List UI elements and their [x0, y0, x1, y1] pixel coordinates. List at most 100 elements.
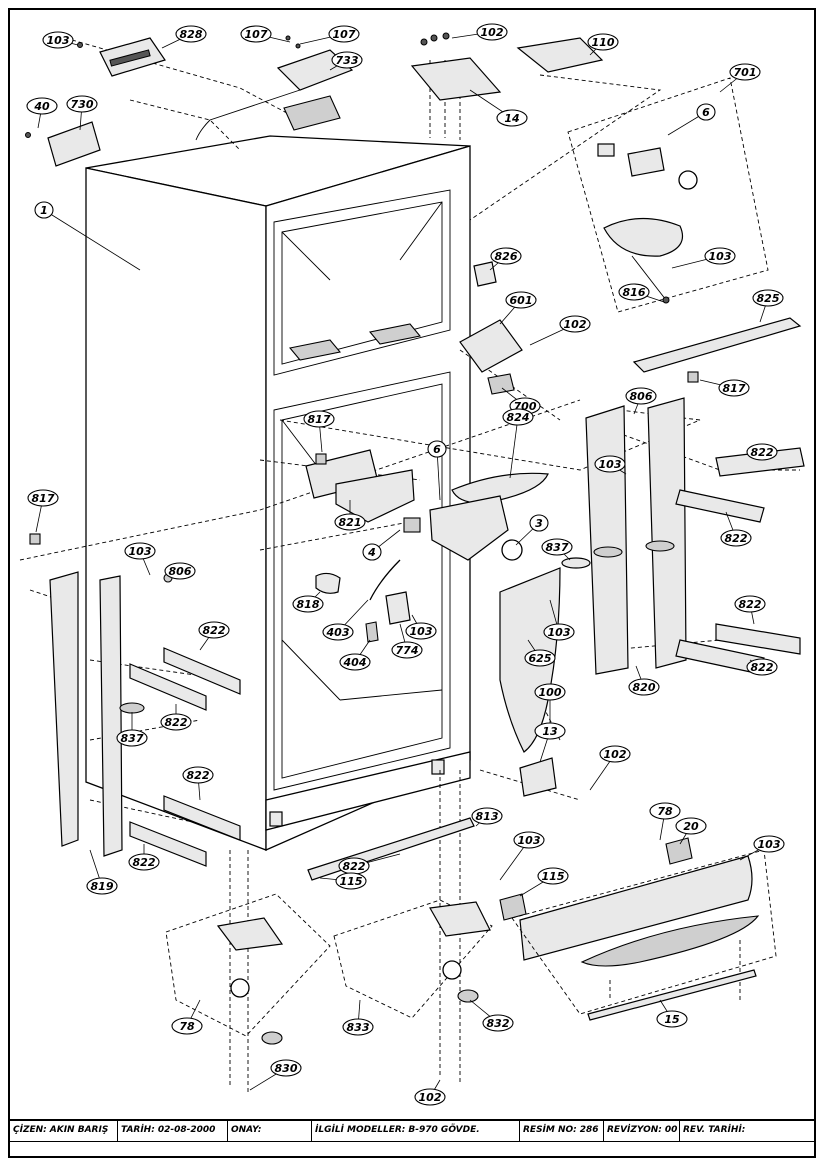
callout-bubble	[339, 653, 371, 671]
callout-bubble	[164, 562, 196, 580]
callout-label: 821	[339, 516, 362, 529]
callout-bubble	[335, 872, 367, 890]
callout-label: 4	[367, 546, 376, 559]
callout-label: 601	[510, 294, 533, 307]
callout-40: 40	[26, 97, 58, 129]
callout-822: 822	[198, 621, 230, 651]
callout-822: 822	[720, 511, 752, 547]
date-cell: TARİH:02-08-2000	[118, 1121, 228, 1142]
callout-820: 820	[628, 665, 660, 696]
callout-103: 103	[594, 455, 627, 475]
callout-bubble	[182, 766, 214, 784]
callout-label: 625	[529, 652, 552, 665]
callout-bubble	[543, 623, 575, 641]
callout-label: 817	[308, 413, 331, 426]
callout-label: 100	[539, 686, 562, 699]
callout-bubble	[66, 95, 98, 113]
callout-bubble	[599, 745, 631, 763]
left-door-parts	[49, 571, 241, 867]
callout-label: 110	[592, 36, 615, 49]
callout-bubble	[524, 649, 556, 667]
callout-label: 774	[396, 644, 419, 657]
callout-label: 822	[739, 598, 762, 611]
callout-bubble	[198, 621, 230, 639]
callout-822: 822	[160, 704, 192, 731]
callout-102: 102	[414, 1079, 446, 1106]
callout-label: 822	[203, 624, 226, 637]
callout-label: 820	[633, 681, 656, 694]
callout-bubble	[482, 1014, 514, 1032]
callout-label: 825	[757, 292, 780, 305]
callout-78: 78	[649, 802, 681, 841]
callout-bubble	[513, 831, 545, 849]
callout-label: 103	[47, 34, 70, 47]
callout-817: 817	[699, 379, 750, 397]
callout-label: 833	[347, 1021, 370, 1034]
callout-label: 830	[275, 1062, 298, 1075]
callout-label: 103	[129, 545, 152, 558]
callout-bubble	[427, 440, 447, 458]
callout-label: 115	[542, 870, 565, 883]
callout-label: 14	[504, 112, 519, 125]
callout-730: 730	[66, 95, 98, 131]
date-value: 02-08-2000	[157, 1125, 216, 1135]
callout-bubble	[362, 543, 382, 561]
callout-20: 20	[675, 817, 707, 845]
callout-bubble	[27, 489, 59, 507]
callout-701: 701	[719, 63, 761, 93]
callout-label: 20	[683, 820, 699, 833]
callout-bubble	[496, 109, 528, 127]
callout-bubble	[414, 1088, 446, 1106]
callout-822: 822	[734, 595, 766, 625]
callout-label: 837	[546, 541, 569, 554]
callout-label: 817	[32, 492, 55, 505]
drawing-frame	[8, 8, 816, 1158]
drawing-no-value: 286	[579, 1125, 599, 1135]
callout-label: 822	[343, 860, 366, 873]
callout-label: 78	[657, 805, 673, 818]
callout-837: 837	[541, 538, 573, 561]
rev-date-cell: REV. TARİHİ:	[680, 1121, 814, 1142]
callout-label: 40	[33, 100, 50, 113]
callout-label: 1	[40, 204, 48, 217]
callout-102: 102	[529, 315, 591, 346]
callout-bubble	[618, 283, 650, 301]
callout-107: 107	[240, 25, 291, 43]
callout-bubble	[42, 31, 74, 49]
callout-label: 730	[71, 98, 94, 111]
callout-label: 15	[664, 1013, 680, 1026]
approval-cell: ONAY:	[228, 1121, 312, 1142]
callout-825: 825	[752, 289, 784, 323]
callout-bubble	[720, 529, 752, 547]
callout-bubble	[704, 247, 736, 265]
callout-label: 819	[91, 880, 114, 893]
drawing-no-cell: RESİM NO:286	[520, 1121, 604, 1142]
callout-822: 822	[746, 443, 778, 461]
callout-label: 103	[709, 250, 732, 263]
callout-403: 403	[322, 599, 369, 641]
callout-bubble	[649, 802, 681, 820]
callout-806: 806	[164, 562, 196, 580]
callout-bubble	[391, 641, 423, 659]
callout-label: 102	[419, 1091, 442, 1104]
callout-bubble	[160, 713, 192, 731]
date-label: TARİH:	[121, 1125, 155, 1135]
drawing-no-label: RESİM NO:	[523, 1125, 577, 1135]
callout-label: 6	[702, 106, 710, 119]
callout-label: 806	[169, 565, 192, 578]
callout-102: 102	[451, 23, 508, 41]
callout-label: 115	[340, 875, 363, 888]
callout-leader	[43, 209, 141, 271]
callout-bubble	[505, 291, 537, 309]
callout-103: 103	[124, 542, 156, 576]
drawn-by-cell: ÇİZEN:AKIN BARIŞ	[10, 1121, 118, 1142]
callout-733: 733	[329, 51, 363, 71]
callout-833: 833	[342, 999, 374, 1036]
callout-bubble	[534, 683, 566, 701]
callout-822: 822	[746, 658, 778, 676]
callout-bubble	[529, 514, 549, 532]
approval-label: ONAY:	[231, 1125, 262, 1135]
callout-bubble	[26, 97, 58, 115]
exploded-parts-diagram: 1038281071077331021101470161038164073018…	[19, 23, 805, 1106]
callout-label: 733	[336, 54, 359, 67]
